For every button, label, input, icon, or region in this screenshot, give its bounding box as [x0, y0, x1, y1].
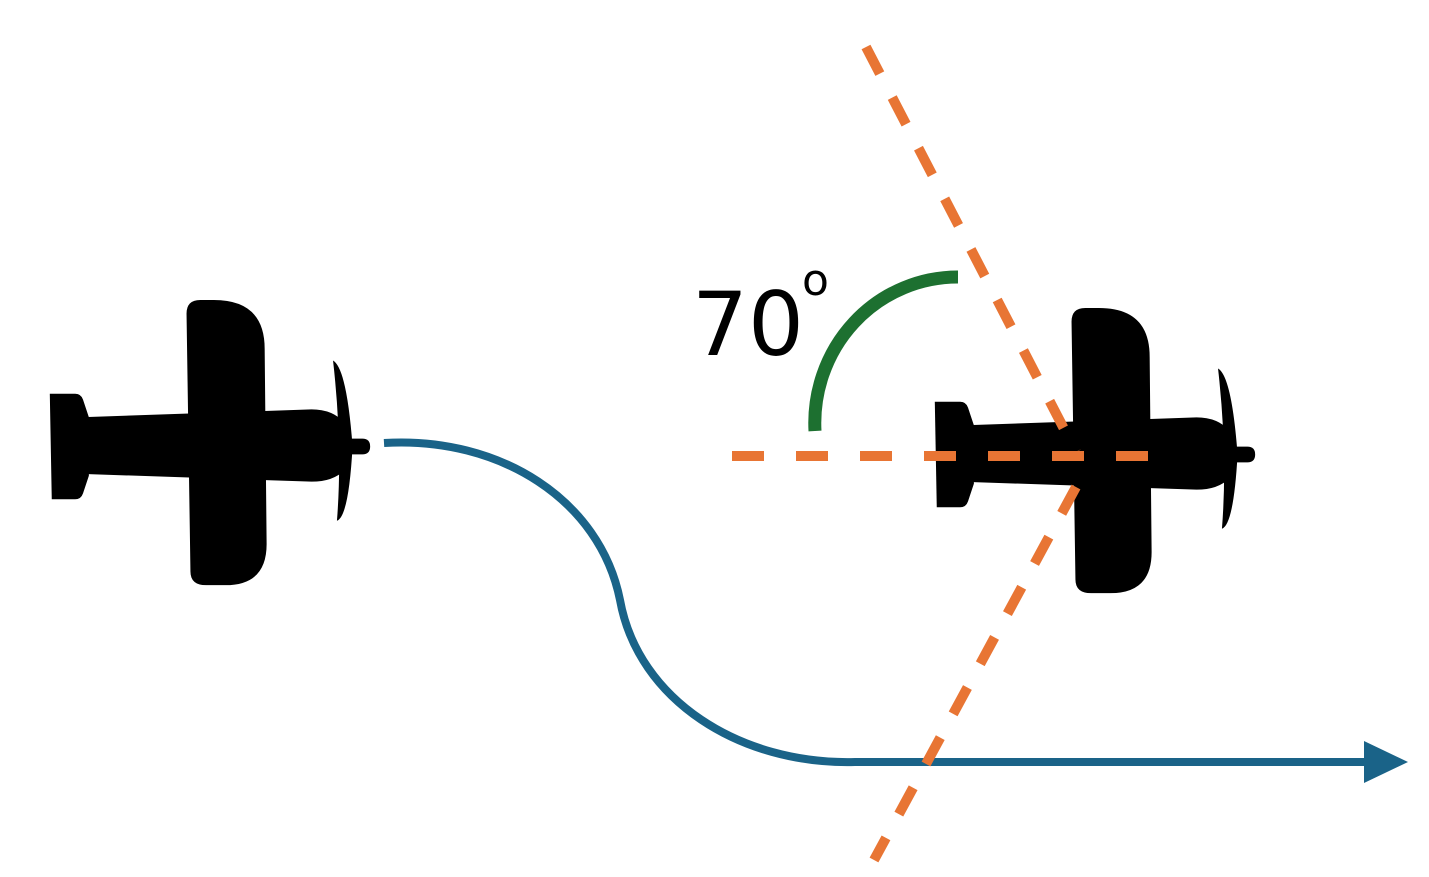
degree-symbol: o	[802, 255, 829, 306]
airplane-icon	[49, 300, 371, 586]
angle-value: 70	[692, 273, 804, 376]
angle-label-group: 70 o	[692, 255, 829, 376]
heading-reference-line-lower	[869, 484, 1081, 863]
airplane-icon	[934, 308, 1256, 594]
flight-path-curve	[383, 438, 1368, 767]
heading-reference-line	[861, 44, 1081, 455]
flight-path	[383, 438, 1408, 783]
arrowhead-icon	[1364, 741, 1408, 783]
reference-lines	[732, 44, 1178, 863]
angle-arc	[808, 270, 959, 432]
